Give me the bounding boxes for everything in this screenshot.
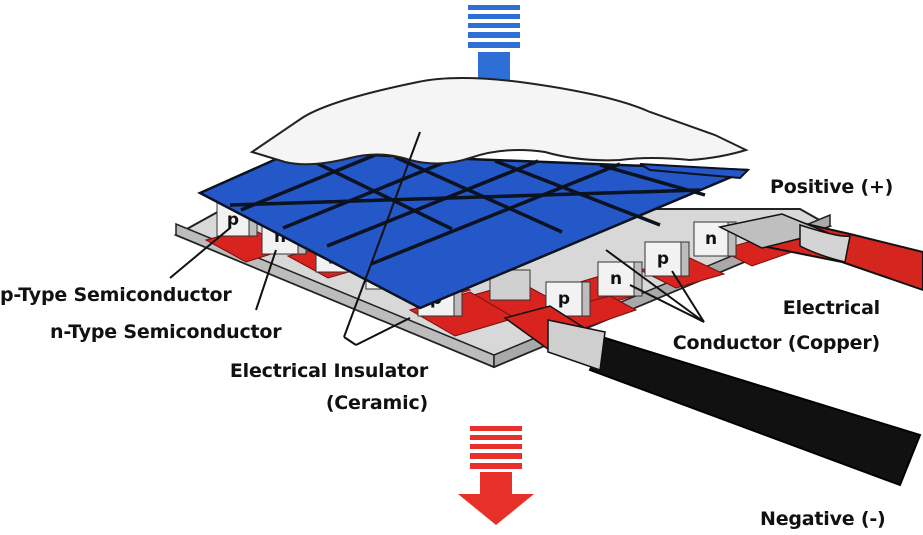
pellet-letter-p: p [558,289,570,309]
top-plate-grid [197,150,751,310]
leader-lines [169,131,705,346]
label-negative: Negative (-) [760,508,886,530]
pellet-letter-n: n [705,229,717,249]
label-insulator-line1: Electrical Insulator [229,360,428,382]
pellet-letter-p: p [227,210,239,230]
negative-wire [503,305,922,487]
heat-out-arrow-icon [458,426,534,525]
label-positive: Positive (+) [770,176,894,198]
label-conductor-line2: Conductor (Copper) [672,332,880,354]
label-p-type-semiconductor: p-Type Semiconductor [0,284,232,306]
positive-wire [717,213,923,292]
label-conductor-line1: Electrical [782,297,880,319]
label-n-type-semiconductor: n-Type Semiconductor [50,321,282,343]
label-insulator-line2: (Ceramic) [325,392,428,414]
pellet-letter-p: p [657,249,669,269]
pellet-letter-n: n [610,269,622,289]
peeled-top-cover [249,77,749,166]
